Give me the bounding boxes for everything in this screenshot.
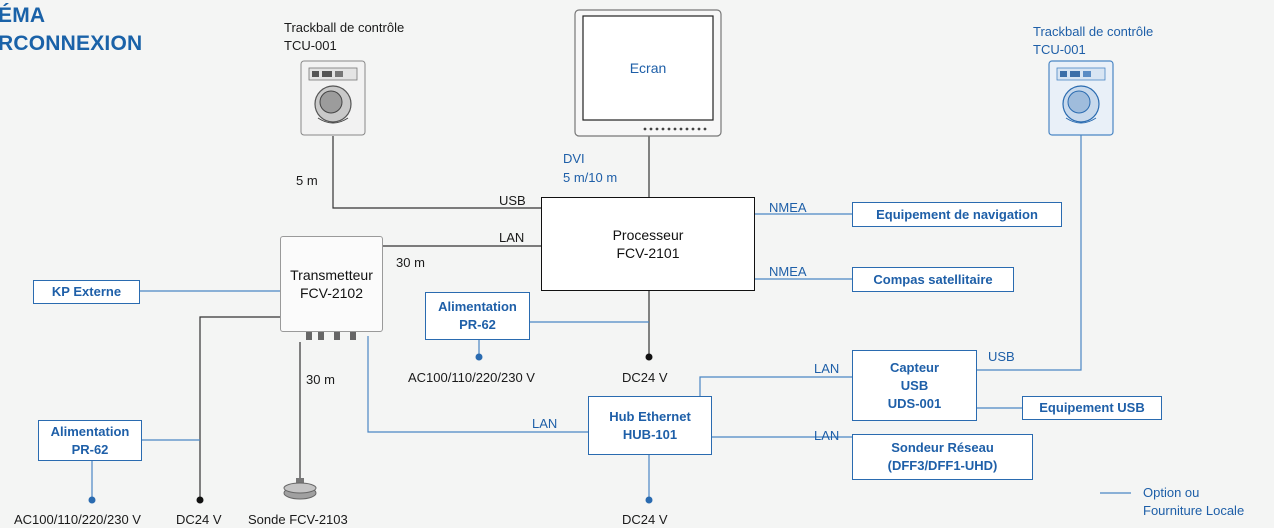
hub-model: HUB-101 (622, 426, 678, 442)
diagram-title-line2: RCONNEXION (0, 32, 143, 55)
sonde-transducer (283, 478, 317, 500)
legend-line1: Option ou (1143, 485, 1200, 500)
usb-equipment-box: Equipement USB (1022, 396, 1162, 420)
usb-capteur-label: USB (988, 349, 1015, 364)
kp-externe-box: KP Externe (33, 280, 140, 304)
ac-left-dot (88, 496, 96, 504)
power-left-model: PR-62 (71, 441, 109, 457)
sensor-type: USB (900, 377, 929, 393)
power-mid-model: PR-62 (459, 317, 496, 332)
dc-left-label: DC24 V (176, 512, 222, 527)
usb-proc-label: USB (499, 193, 526, 208)
lan-capteur-label: LAN (814, 361, 840, 376)
cable-30m-lan-label: 30 m (396, 255, 425, 270)
lan-hub-tx-label: LAN (532, 416, 558, 431)
trackball-left-label: Trackball de contrôle (284, 20, 405, 35)
trackball-right-label: Trackball de contrôle (1033, 24, 1154, 39)
hub-box: Hub Ethernet HUB-101 (588, 396, 712, 455)
diagram-title-line1: ÉMA (0, 4, 46, 27)
transmitter-name: Transmetteur (290, 267, 373, 283)
trackball-right-model: TCU-001 (1033, 42, 1086, 57)
sonde-label: Sonde FCV-2103 (248, 512, 348, 527)
dc-proc-dot (645, 353, 653, 361)
cable-30m-sonde-label: 30 m (306, 372, 335, 387)
legend-line2: Fourniture Locale (1143, 503, 1245, 518)
dc-proc-label: DC24 V (622, 370, 668, 385)
dc-hub-dot (645, 496, 653, 504)
usb-capteur-trackball-cable (977, 134, 1082, 371)
trackball-right-device (1048, 60, 1114, 136)
power-left-name: Alimentation (50, 423, 130, 439)
dvi-length-label: 5 m/10 m (563, 170, 618, 185)
power-mid-name: Alimentation (438, 299, 517, 314)
lan-sondeur-label: LAN (814, 428, 840, 443)
lan-hub-capteur-cable (699, 376, 852, 396)
screen-label: Ecran (629, 60, 667, 76)
sounder-box: Sondeur Réseau (DFF3/DFF1-UHD) (852, 434, 1033, 480)
processor-model: FCV-2101 (616, 245, 680, 261)
sounder-name: Sondeur Réseau (891, 440, 994, 455)
lan-proc-label: LAN (499, 230, 525, 245)
nmea-compass-label: NMEA (769, 264, 807, 279)
transmitter-box: Transmetteur FCV-2102 (280, 236, 383, 332)
processor-name: Processeur (612, 227, 684, 243)
ac-mid-dot (475, 353, 483, 361)
option-connections (91, 134, 1131, 498)
standard-connections (199, 135, 650, 498)
sensor-model: UDS-001 (887, 395, 942, 411)
ac-left-label: AC100/110/220/230 V (14, 512, 141, 527)
nav-equipment-box: Equipement de navigation (852, 202, 1062, 227)
dc-cable-transmitter (199, 316, 280, 498)
nmea-nav-label: NMEA (769, 200, 807, 215)
trackball-left-model: TCU-001 (284, 38, 337, 53)
sensor-name: Capteur (889, 359, 940, 375)
sat-compass-box: Compas satellitaire (852, 267, 1014, 292)
ac-mid-label: AC100/110/220/230 V (408, 370, 535, 385)
dc-hub-label: DC24 V (622, 512, 668, 527)
dc-left-dot (196, 496, 204, 504)
monitor-device (574, 9, 722, 137)
transmitter-model: FCV-2102 (299, 285, 364, 301)
transmitter-connectors (306, 332, 356, 340)
power-mid-box: Alimentation PR-62 (425, 292, 530, 340)
hub-name: Hub Ethernet (609, 408, 691, 424)
power-left-box: Alimentation PR-62 (38, 420, 142, 461)
cable-5m-label: 5 m (296, 173, 318, 188)
trackball-left-device (300, 60, 366, 136)
sensor-box: Capteur USB UDS-001 (852, 350, 977, 421)
dvi-label: DVI (563, 151, 585, 166)
processor-box: Processeur FCV-2101 (541, 197, 755, 291)
sounder-model: (DFF3/DFF1-UHD) (887, 458, 998, 473)
usb-cable-trackball-processor (332, 136, 541, 209)
lan-hub-transmitter-cable (367, 336, 588, 433)
